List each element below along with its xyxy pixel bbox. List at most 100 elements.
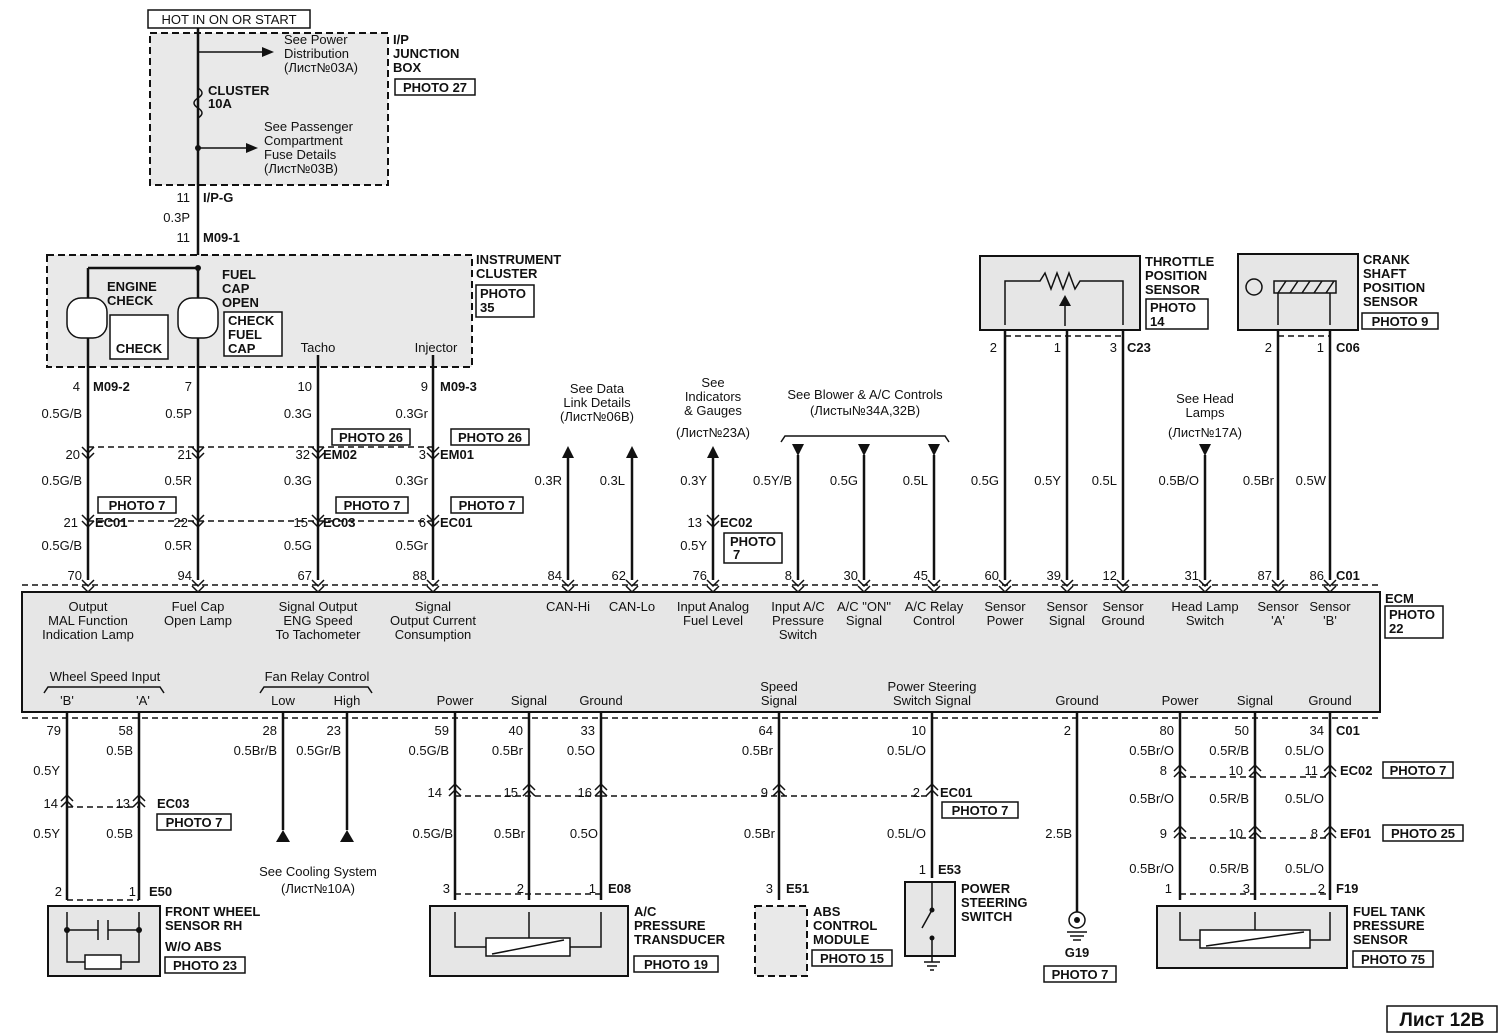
- pin-label: 10: [1229, 763, 1243, 778]
- ecm-function-label: Fuel Level: [683, 613, 743, 628]
- wire-color: 0.5Br: [742, 743, 774, 758]
- ecm-pin-label: 45: [914, 568, 928, 583]
- connector-chevron: [625, 579, 639, 594]
- ref-text: & Gauges: [684, 403, 742, 418]
- component-title: PRESSURE: [634, 918, 706, 933]
- arrow-up-icon: [340, 830, 354, 842]
- component-title: SENSOR: [1353, 932, 1409, 947]
- tacho-label: Tacho: [301, 340, 336, 355]
- connector-chevron: [561, 579, 575, 594]
- wire-color: 0.5Gr: [395, 538, 428, 553]
- check-label: CHECK: [116, 341, 163, 356]
- abs-module-box: [754, 905, 808, 977]
- ecm-function-label: A/C "ON": [837, 599, 891, 614]
- bulb-icon: [177, 297, 219, 339]
- pin-label: 1: [129, 884, 136, 899]
- wire-color: 0.3Gr: [395, 473, 428, 488]
- ecm-function-label: Speed: [760, 679, 798, 694]
- ecm-function-label: Signal: [846, 613, 882, 628]
- pin-label: 10: [1229, 826, 1243, 841]
- wire-color: 0.5Br: [744, 826, 776, 841]
- arrow-down-icon: [928, 444, 940, 456]
- ecm-function-label: A/C Relay: [905, 599, 964, 614]
- jb-title: BOX: [393, 60, 422, 75]
- check-fuel-cap-label: CHECK: [228, 313, 275, 328]
- wire-color: 0.5B: [106, 743, 133, 758]
- ecm-pin-label: 2: [1064, 723, 1071, 738]
- ecm-function-label: Ground: [579, 693, 622, 708]
- connector-label: I/P-G: [203, 190, 233, 205]
- ecm-function-label: Power Steering: [888, 679, 977, 694]
- component-sub: W/O ABS: [165, 939, 222, 954]
- wire-color: 0.5G: [284, 538, 312, 553]
- check-fuel-cap-label: CAP: [228, 341, 256, 356]
- wire-color: 0.5Br: [1243, 473, 1275, 488]
- pin-label: 2: [517, 881, 524, 896]
- ecm-function-label: Ground: [1308, 693, 1351, 708]
- connector-chevron: [311, 579, 325, 594]
- ecm-pin-label: 86: [1310, 568, 1324, 583]
- connector-chevron: [1271, 579, 1285, 594]
- ref-text: See Data: [570, 381, 625, 396]
- photo-tag: 14: [1150, 314, 1165, 329]
- wire-color: 0.5G/B: [413, 826, 453, 841]
- ref-text: Indicators: [685, 389, 742, 404]
- ref-text: See Head: [1176, 391, 1234, 406]
- photo-tag: PHOTO 23: [173, 958, 237, 973]
- ecm-pin-label: 67: [298, 568, 312, 583]
- jb-title: I/P: [393, 32, 409, 47]
- resistor-icon: [84, 954, 122, 970]
- connector-label: E51: [786, 881, 809, 896]
- pin-label: 14: [428, 785, 442, 800]
- pin-label: 1: [1165, 881, 1172, 896]
- pin-label: 3: [766, 881, 773, 896]
- wire-color: 0.5P: [165, 406, 192, 421]
- ecm-pin-label: 39: [1047, 568, 1061, 583]
- arrow-down-icon: [1199, 444, 1211, 456]
- hot-label: HOT IN ON OR START: [161, 12, 296, 27]
- pin-label: 3: [419, 447, 426, 462]
- wire-color: 0.3Gr: [395, 406, 428, 421]
- connector-label: EM01: [440, 447, 474, 462]
- component-title: FRONT WHEEL: [165, 904, 260, 919]
- ecm-function-label: Output Current: [390, 613, 476, 628]
- connector-chevron: [1060, 579, 1074, 594]
- connector-label: EC02: [720, 515, 753, 530]
- ecm-function-label: Sensor: [984, 599, 1026, 614]
- component-title: FUEL TANK: [1353, 904, 1426, 919]
- pin-label: 3: [443, 881, 450, 896]
- component-title: STEERING: [961, 895, 1027, 910]
- ecm-pin-label: 80: [1160, 723, 1174, 738]
- component-title: MODULE: [813, 932, 870, 947]
- ecm-function-label: Switch: [1186, 613, 1224, 628]
- ref-text: (Лист№23A): [676, 425, 750, 440]
- jb-title: JUNCTION: [393, 46, 459, 61]
- pin-label: 15: [504, 785, 518, 800]
- pin-label: 9: [761, 785, 768, 800]
- wire-color: 0.5G/B: [42, 473, 82, 488]
- ecm-function-label: Switch: [779, 627, 817, 642]
- connector-label: M09-3: [440, 379, 477, 394]
- ecm-function-label: Switch Signal: [893, 693, 971, 708]
- connector-label: E53: [938, 862, 961, 877]
- ecm-function-label: Open Lamp: [164, 613, 232, 628]
- connector-label: C01: [1336, 568, 1360, 583]
- connector-label: M09-2: [93, 379, 130, 394]
- throttle-title: THROTTLE: [1145, 254, 1215, 269]
- photo-tag: PHOTO: [730, 534, 776, 549]
- wire-color: 0.5R/B: [1209, 743, 1249, 758]
- hot-label-box: [147, 9, 311, 29]
- pin-label: 20: [66, 447, 80, 462]
- photo-tag: 22: [1389, 621, 1403, 636]
- ecm-function-label: Pressure: [772, 613, 824, 628]
- ecm-function-label: Signal Output: [279, 599, 358, 614]
- pin-label: 8: [1311, 826, 1318, 841]
- ecm-pin-label: 94: [178, 568, 192, 583]
- pin-label: 3: [1243, 881, 1250, 896]
- jb-ref2-line: See Passenger: [264, 119, 354, 134]
- crank-title: CRANK: [1363, 252, 1411, 267]
- pin-label: 21: [64, 515, 78, 530]
- pin-label: 1: [1317, 340, 1324, 355]
- ecm-pin-label: 30: [844, 568, 858, 583]
- wire-color: 0.3Y: [680, 473, 707, 488]
